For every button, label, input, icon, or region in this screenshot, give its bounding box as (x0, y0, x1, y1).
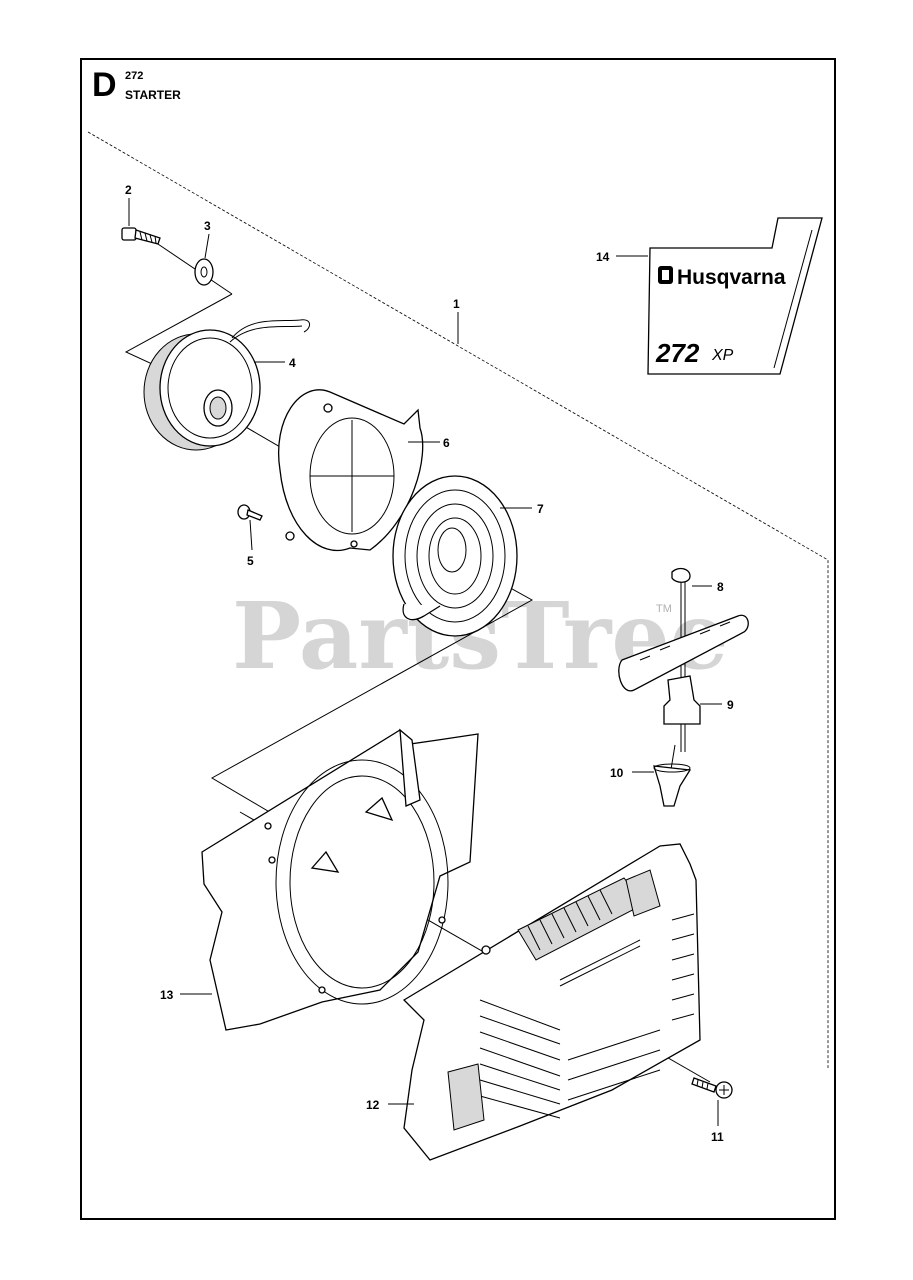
decal-part-14: Husqvarna 272 XP (647, 217, 823, 375)
callout-6: 6 (443, 436, 450, 450)
rope-guide-part-10 (653, 763, 692, 807)
model-number: 272 (125, 70, 144, 82)
callout-10: 10 (610, 766, 624, 780)
starter-handle-part-8-9 (618, 567, 749, 752)
pulley-part-4 (143, 319, 310, 451)
assembly-axis-upper (151, 239, 233, 295)
cover-plate-part-13 (201, 728, 479, 1031)
screw-part-5 (237, 504, 263, 521)
callout-4: 4 (289, 356, 296, 370)
callout-8: 8 (717, 580, 724, 594)
housing-plate-part-6 (278, 389, 424, 552)
screw-part-11 (691, 1077, 733, 1099)
decal-brand: Husqvarna (677, 266, 786, 289)
drawing-frame (80, 58, 836, 1220)
leader-5 (249, 519, 253, 551)
callout-5: 5 (247, 554, 254, 568)
decal-model-suffix: XP (711, 347, 734, 364)
callout-12: 12 (366, 1098, 380, 1112)
husqvarna-crown-logo-icon (658, 266, 673, 284)
callout-1: 1 (453, 297, 460, 311)
section-title: STARTER (125, 88, 181, 102)
bolt-part-2 (121, 227, 161, 245)
washer-part-3 (194, 258, 214, 286)
callout-14: 14 (596, 250, 610, 264)
decal-model: 272 (655, 338, 700, 368)
callout-2: 2 (125, 183, 132, 197)
callout-11: 11 (711, 1130, 724, 1144)
recoil-spring-part-7 (392, 475, 518, 637)
callout-13: 13 (160, 988, 174, 1002)
callout-3: 3 (204, 219, 211, 233)
leader-3 (204, 233, 210, 259)
starter-cover-part-12 (402, 843, 701, 1161)
section-letter: D (92, 66, 117, 104)
watermark-tm: TM (656, 603, 672, 615)
callout-7: 7 (537, 502, 544, 516)
callout-9: 9 (727, 698, 734, 712)
